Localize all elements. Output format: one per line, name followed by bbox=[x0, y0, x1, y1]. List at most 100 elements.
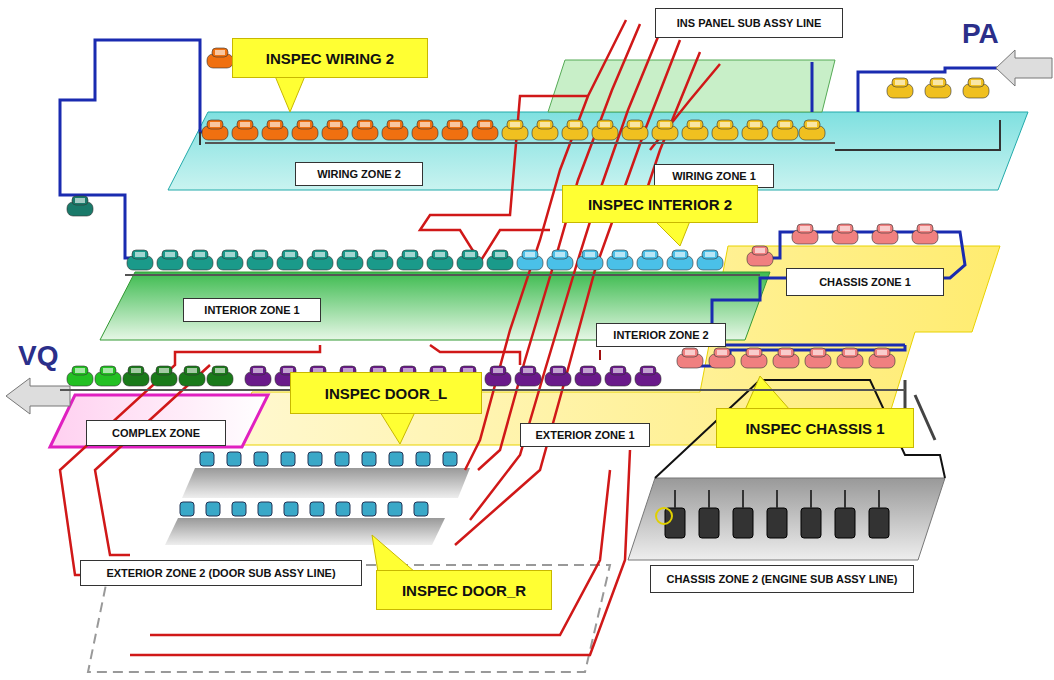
vehicle-icon bbox=[971, 80, 981, 85]
vehicle-icon bbox=[537, 120, 553, 129]
inspection-callout: INSPEC INTERIOR 2 bbox=[562, 185, 758, 223]
zone-name: INSPEC WIRING 2 bbox=[266, 50, 394, 67]
vehicle-icon bbox=[389, 452, 403, 466]
flow-end-label: VQ bbox=[18, 340, 58, 372]
vehicle-icon bbox=[642, 250, 658, 259]
vehicle-icon bbox=[462, 250, 478, 259]
vehicle-icon bbox=[708, 490, 710, 508]
vehicle-icon bbox=[206, 502, 220, 516]
vehicle-icon bbox=[672, 250, 688, 259]
vehicle-icon bbox=[643, 368, 653, 373]
vehicle-icon bbox=[490, 366, 506, 375]
vehicle-icon bbox=[282, 250, 298, 259]
vehicle-icon bbox=[435, 252, 445, 257]
vehicle-icon bbox=[480, 122, 490, 127]
vehicle-icon bbox=[200, 452, 214, 466]
vehicle-icon bbox=[402, 250, 418, 259]
vehicle-icon bbox=[387, 120, 403, 129]
vehicle-icon bbox=[778, 348, 794, 357]
vehicle-icon bbox=[580, 366, 596, 375]
vehicle-icon bbox=[372, 250, 388, 259]
zone-name: INTERIOR ZONE 2 bbox=[613, 329, 708, 341]
vehicle-icon bbox=[933, 80, 943, 85]
vehicle-icon bbox=[212, 48, 228, 57]
vehicle-icon bbox=[232, 502, 246, 516]
vehicle-icon bbox=[585, 252, 595, 257]
zone-name: INTERIOR ZONE 1 bbox=[204, 304, 299, 316]
vehicle-icon bbox=[685, 350, 695, 355]
vehicle-icon bbox=[310, 502, 324, 516]
zone-name: CHASSIS ZONE 1 bbox=[819, 276, 911, 288]
vehicle-icon bbox=[465, 252, 475, 257]
vehicle-icon bbox=[690, 122, 700, 127]
vehicle-icon bbox=[420, 122, 430, 127]
vehicle-icon bbox=[674, 490, 676, 508]
vehicle-icon bbox=[225, 252, 235, 257]
vehicle-icon bbox=[390, 122, 400, 127]
vehicle-icon bbox=[797, 224, 813, 233]
vehicle-icon bbox=[877, 224, 893, 233]
vehicle-icon bbox=[222, 250, 238, 259]
vehicle-icon bbox=[627, 120, 643, 129]
vehicle-icon bbox=[103, 368, 113, 373]
vehicle-icon bbox=[252, 250, 268, 259]
vehicle-icon bbox=[767, 508, 787, 538]
vehicle-icon bbox=[810, 348, 826, 357]
vehicle-icon bbox=[746, 348, 762, 357]
vehicle-icon bbox=[523, 368, 533, 373]
vehicle-icon bbox=[184, 366, 200, 375]
zone-label-box: WIRING ZONE 2 bbox=[295, 162, 423, 186]
vehicle-icon bbox=[75, 368, 85, 373]
vehicle-icon bbox=[281, 452, 295, 466]
vehicle-icon bbox=[835, 508, 855, 538]
vehicle-icon bbox=[747, 120, 763, 129]
vehicle-icon bbox=[583, 368, 593, 373]
vehicle-icon bbox=[610, 366, 626, 375]
vehicle-icon bbox=[447, 120, 463, 129]
zone-name: CHASSIS ZONE 2 (ENGINE SUB ASSY LINE) bbox=[666, 573, 897, 585]
vehicle-icon bbox=[75, 198, 85, 203]
vehicle-icon bbox=[777, 120, 793, 129]
vehicle-icon bbox=[416, 452, 430, 466]
vehicle-icon bbox=[510, 122, 520, 127]
vehicle-icon bbox=[312, 250, 328, 259]
vehicle-icon bbox=[920, 226, 930, 231]
vehicle-icon bbox=[255, 252, 265, 257]
vehicle-icon bbox=[630, 122, 640, 127]
inspection-callout: INSPEC DOOR_L bbox=[290, 372, 482, 414]
vehicle-icon bbox=[845, 350, 855, 355]
zone-label-box: CHASSIS ZONE 1 bbox=[786, 268, 944, 296]
vehicle-icon bbox=[810, 490, 812, 508]
vehicle-icon bbox=[842, 348, 858, 357]
vehicle-icon bbox=[240, 122, 250, 127]
zone-label-box: EXTERIOR ZONE 1 bbox=[520, 423, 650, 447]
vehicle-icon bbox=[207, 120, 223, 129]
zone-name: INSPEC DOOR_R bbox=[402, 582, 526, 599]
zone-name: INS PANEL SUB ASSY LINE bbox=[677, 17, 821, 29]
vehicle-icon bbox=[187, 368, 197, 373]
vehicle-icon bbox=[807, 122, 817, 127]
vehicle-icon bbox=[522, 250, 538, 259]
vehicle-icon bbox=[844, 490, 846, 508]
vehicle-icon bbox=[702, 250, 718, 259]
vehicle-icon bbox=[450, 122, 460, 127]
vehicle-icon bbox=[131, 368, 141, 373]
vehicle-icon bbox=[550, 366, 566, 375]
vehicle-icon bbox=[733, 508, 753, 538]
zone-name: COMPLEX ZONE bbox=[112, 427, 200, 439]
vehicle-icon bbox=[250, 366, 266, 375]
vehicle-icon bbox=[878, 490, 880, 508]
vehicle-icon bbox=[553, 368, 563, 373]
vehicle-icon bbox=[162, 250, 178, 259]
vehicle-icon bbox=[443, 452, 457, 466]
vehicle-icon bbox=[869, 508, 889, 538]
vehicle-icon bbox=[570, 122, 580, 127]
vehicle-icon bbox=[755, 248, 765, 253]
vehicle-icon bbox=[180, 502, 194, 516]
vehicle-icon bbox=[656, 508, 672, 524]
vehicle-icon bbox=[600, 122, 610, 127]
vehicle-icon bbox=[687, 120, 703, 129]
vehicle-icon bbox=[327, 120, 343, 129]
vehicle-icon bbox=[72, 196, 88, 205]
